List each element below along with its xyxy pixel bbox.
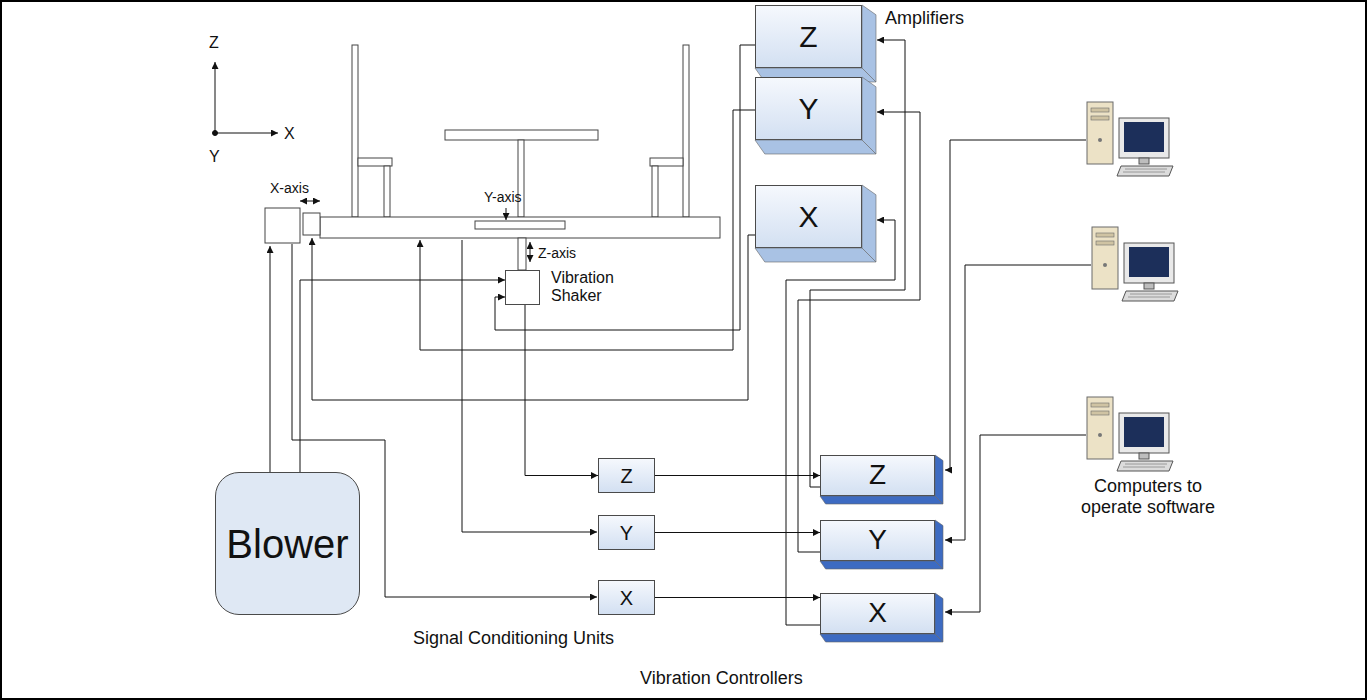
box-label: Y (798, 92, 818, 125)
box-label: Y (868, 525, 887, 556)
x-shaker (265, 208, 300, 243)
amplifier-box: Z (755, 5, 862, 68)
group-label: Signal Conditioning Units (413, 628, 614, 649)
box-side (820, 496, 943, 504)
vibration-controller-box: Z (820, 455, 935, 496)
shaker-stem (518, 238, 526, 270)
box-side (820, 634, 943, 642)
signal-wires (270, 110, 1091, 612)
box-side (935, 593, 943, 642)
signal-conditioning-box: X (598, 580, 655, 615)
box-label: Y (620, 522, 633, 544)
box-label: Z (620, 465, 632, 487)
axis-label: Z-axis (538, 245, 576, 261)
group-label: Vibration Controllers (640, 668, 803, 689)
signal-connector (655, 475, 820, 476)
box-label: X (798, 200, 818, 233)
axis-label: Z (209, 34, 219, 52)
vibration-controller-box: Y (820, 520, 935, 561)
box-label: X (868, 598, 887, 629)
shaker-label: Vibration Shaker (551, 269, 641, 306)
group-label: Computers to operate software (1068, 476, 1228, 517)
box-label: Z (869, 460, 886, 491)
test-platform (265, 45, 720, 270)
vibration-controller-box: X (820, 593, 935, 634)
x-coupling (303, 213, 320, 235)
group-label: Amplifiers (885, 8, 964, 29)
y-axis-slide (475, 221, 565, 229)
signal-connector (300, 280, 505, 472)
signal-connector (495, 45, 755, 330)
box-side (935, 520, 943, 569)
axis-label: Y-axis (484, 189, 522, 205)
signal-conditioning-box: Y (598, 515, 655, 550)
computer-icon (1087, 397, 1173, 471)
vibration-shaker: Vibration Shaker (505, 270, 540, 305)
axis-arrows (300, 201, 530, 262)
computer-icon (1092, 227, 1178, 301)
box-label: Blower (226, 522, 348, 566)
signal-connector (525, 305, 598, 476)
box-side (820, 561, 943, 569)
signal-conditioning-box: Z (598, 458, 655, 493)
axis-label: X (284, 125, 295, 143)
axis-glyph (213, 62, 279, 136)
amplifier-box: X (755, 185, 862, 248)
box-label: Z (799, 20, 817, 53)
blower-box: Blower (215, 472, 360, 615)
computer-icon (1087, 102, 1173, 176)
signal-connector (655, 532, 820, 533)
signal-connector (655, 597, 820, 598)
axis-label: X-axis (270, 180, 309, 196)
box-side (755, 248, 876, 262)
axis-label: Y (209, 148, 220, 166)
box-label: X (620, 587, 633, 609)
box-side (935, 455, 943, 504)
amplifier-box: Y (755, 77, 862, 140)
box-side (755, 140, 876, 154)
